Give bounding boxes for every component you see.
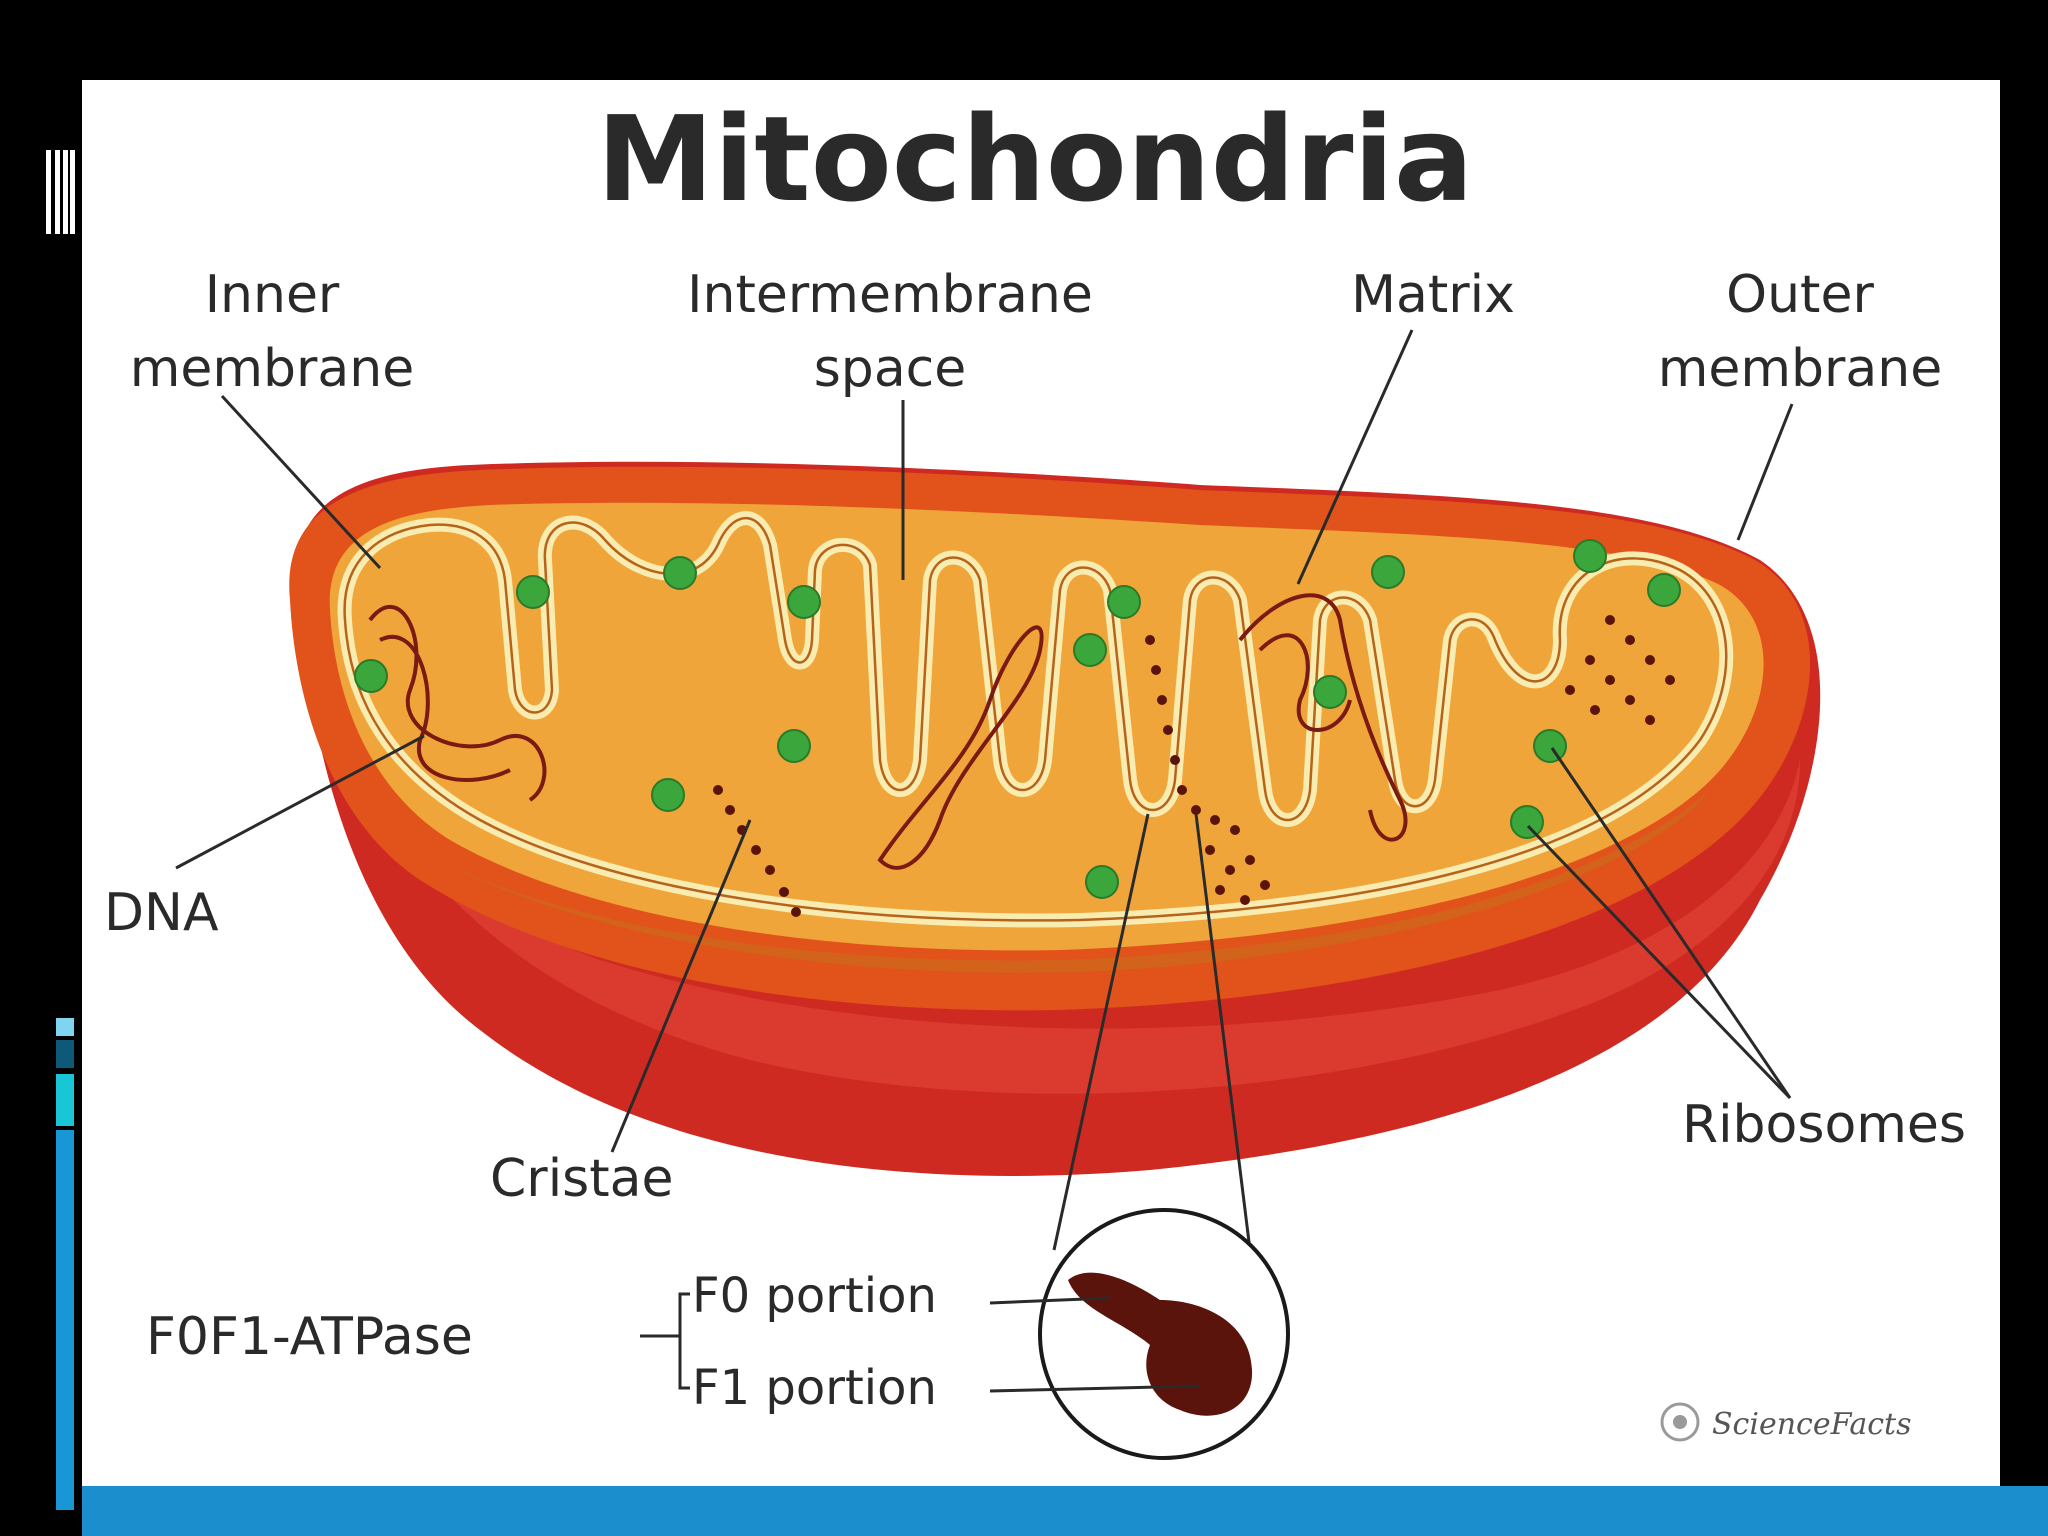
ribosome — [651, 778, 685, 812]
particle — [791, 907, 801, 917]
particle — [779, 887, 789, 897]
label-intermembrane-line1: Intermembrane — [687, 265, 1093, 325]
dna-strand — [877, 625, 1044, 870]
leader-outer-membrane — [1736, 403, 1794, 541]
label-atpase: F0F1-ATPase — [146, 1307, 473, 1367]
ribosome — [1371, 555, 1405, 589]
particle — [1240, 895, 1250, 905]
ribosome — [777, 729, 811, 763]
ribosome — [1313, 675, 1347, 709]
dna-strand — [379, 635, 511, 782]
particle — [1645, 715, 1655, 725]
left-accent-block — [56, 1040, 74, 1068]
particle — [1605, 675, 1615, 685]
label-cristae: Cristae — [490, 1149, 673, 1209]
left-accent-bar — [56, 1130, 74, 1510]
particle — [1157, 695, 1167, 705]
particle — [1625, 695, 1635, 705]
particle — [1210, 815, 1220, 825]
particle — [1590, 705, 1600, 715]
ribosome — [354, 659, 388, 693]
atp-synthase-particles — [713, 615, 1675, 917]
diagram-title: Mitochondria — [596, 90, 1473, 228]
particle — [1665, 675, 1675, 685]
atpase-molecule — [1068, 1272, 1253, 1416]
ribosome — [787, 585, 821, 619]
leader-dna — [175, 734, 425, 870]
ribosome — [1073, 633, 1107, 667]
leader-cristae — [610, 819, 752, 1153]
particle — [1260, 880, 1270, 890]
particle — [1625, 635, 1635, 645]
leader-matrix — [1296, 329, 1414, 585]
particle — [725, 805, 735, 815]
label-outer-membrane-line1: Outer — [1726, 265, 1874, 325]
particle — [713, 785, 723, 795]
sciencefacts-logo: ScienceFacts — [1660, 1402, 1912, 1442]
ribosome — [1510, 805, 1544, 839]
dna-strand — [1258, 633, 1352, 732]
ribosome — [516, 575, 550, 609]
particle — [1230, 825, 1240, 835]
particle — [1605, 615, 1615, 625]
particle — [1645, 655, 1655, 665]
label-dna: DNA — [104, 883, 219, 943]
label-inner-membrane-line1: Inner — [205, 265, 340, 325]
atpase-leaders — [640, 1292, 1201, 1393]
bottom-accent-bar — [82, 1486, 2048, 1536]
particle — [1205, 845, 1215, 855]
dna-strands — [368, 593, 1408, 870]
particle — [1565, 685, 1575, 695]
particle — [751, 845, 761, 855]
particle — [1225, 865, 1235, 875]
left-accent-block — [56, 1074, 74, 1126]
label-f1-portion: F1 portion — [692, 1360, 937, 1416]
leader-lines — [175, 329, 1794, 1251]
label-ribosomes: Ribosomes — [1682, 1095, 1966, 1155]
ribosome — [1085, 865, 1119, 899]
label-outer-membrane-line2: membrane — [1658, 339, 1943, 399]
label-matrix: Matrix — [1351, 265, 1515, 325]
leader-ribosomes-b — [1526, 824, 1792, 1100]
matrix-shadow — [420, 790, 1710, 973]
leader-inner-membrane — [220, 394, 382, 570]
ribosome — [1647, 573, 1681, 607]
inner-membrane-cristae-edge — [343, 516, 1728, 922]
particle — [1177, 785, 1187, 795]
label-intermembrane-line2: space — [814, 339, 967, 399]
particle — [1151, 665, 1161, 675]
dna-strand — [1238, 593, 1408, 842]
atpase-bracket — [640, 1292, 690, 1390]
label-inner-membrane-line2: membrane — [130, 339, 415, 399]
leader-ribosomes-a — [1550, 747, 1792, 1099]
particle — [1170, 755, 1180, 765]
credit-text: ScienceFacts — [1712, 1407, 1912, 1442]
particle — [1215, 885, 1225, 895]
label-f0-portion: F0 portion — [692, 1268, 937, 1324]
left-accent-block — [56, 1018, 74, 1036]
ribosome — [1107, 585, 1141, 619]
ribosome — [663, 556, 697, 590]
ribosome — [1573, 539, 1607, 573]
ribosomes — [354, 539, 1681, 899]
particle — [765, 865, 775, 875]
particle — [1245, 855, 1255, 865]
leader-zoom-left — [1052, 813, 1150, 1251]
particle — [1145, 635, 1155, 645]
particle — [1191, 805, 1201, 815]
leader-zoom-right — [1194, 813, 1252, 1251]
dna-strand — [368, 604, 547, 802]
leader-f0 — [989, 1296, 1111, 1305]
leader-f1 — [989, 1384, 1201, 1393]
particle — [1585, 655, 1595, 665]
particle — [1163, 725, 1173, 735]
ribosome — [1533, 729, 1567, 763]
left-stripe-decoration — [46, 150, 82, 234]
